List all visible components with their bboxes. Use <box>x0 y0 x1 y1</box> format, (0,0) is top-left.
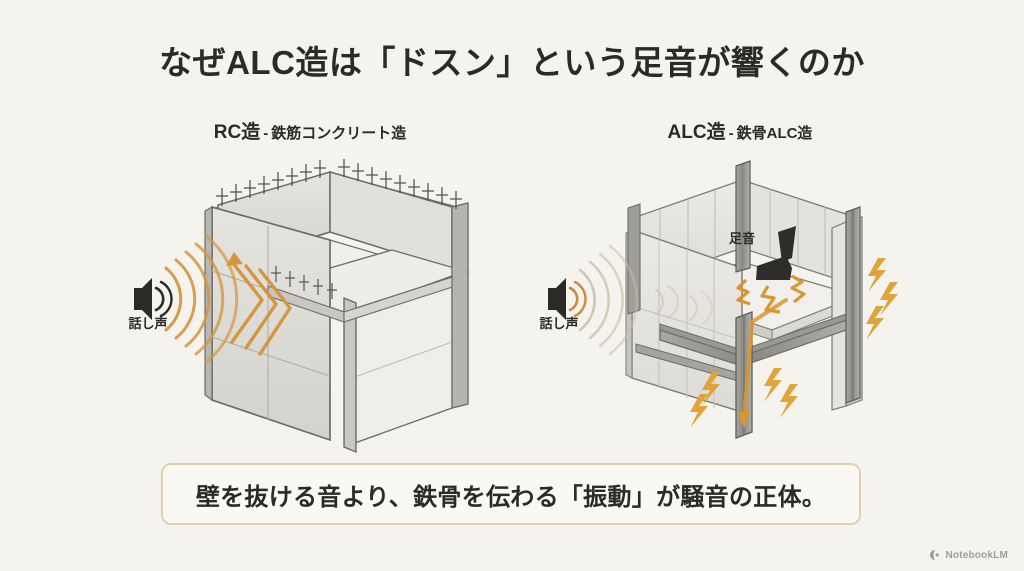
alc-panel-joints-back-right <box>769 189 826 275</box>
column-heading-alc-separator: - <box>728 125 734 142</box>
column-heading-alc: ALC造-鉄骨ALC造 <box>570 117 910 144</box>
watermark-label: NotebookLM <box>945 549 1008 561</box>
alc-floor-slab <box>657 261 860 331</box>
sound-source-label-alc: 話し声 <box>539 316 579 331</box>
rc-wall-seam-2 <box>211 336 331 377</box>
alc-structure-illustration <box>548 160 898 439</box>
watermark: NotebookLM <box>929 549 1008 561</box>
alc-floor-slab-edge-right <box>771 295 859 341</box>
alc-lightning-right <box>866 258 898 340</box>
rc-floor-edge-front <box>267 285 345 323</box>
rc-rebar-slab-edge <box>271 266 337 299</box>
alc-floor-slab-edge-left <box>658 291 773 341</box>
conclusion-callout-text: 壁を抜ける音より、鉄骨を伝わる「振動」が騒音の正体。 <box>195 483 827 511</box>
rc-rear-right-wall-thickness <box>451 202 469 409</box>
alc-sound-waves-outside <box>578 244 638 356</box>
alc-steel-beam-floor <box>659 315 859 367</box>
alc-steel-column-back-center <box>735 160 751 273</box>
rc-sound-waves <box>164 234 239 364</box>
rc-wall-right-edge <box>451 202 469 409</box>
rc-back-wall-right-top <box>329 172 449 269</box>
sound-source-label-rc: 話し声 <box>128 316 168 331</box>
conclusion-callout: 壁を抜ける音より、鉄骨を伝わる「振動」が騒音の正体。 <box>161 463 861 525</box>
alc-steel-column-right <box>845 206 861 404</box>
alc-lightning-base-left <box>690 372 720 428</box>
rc-right-lower-wall <box>351 275 453 445</box>
rc-floor-deck <box>265 249 471 313</box>
rc-inner-wall-back-right <box>329 171 453 272</box>
alc-sound-waves-muted-through-panel <box>654 284 713 326</box>
rc-inner-wall-back-left <box>217 170 331 268</box>
alc-right-panel-face <box>831 221 847 411</box>
column-heading-alc-sub: 鉄骨ALC造 <box>736 125 813 142</box>
impact-source-label-alc: 足音 <box>728 231 755 246</box>
column-heading-rc-main: RC造 <box>213 122 261 143</box>
rc-center-partition <box>343 296 357 454</box>
rc-right-lower-seam <box>351 341 453 379</box>
rc-front-left-wall <box>211 205 331 442</box>
alc-steel-beam-floor-top <box>659 309 859 357</box>
rc-structure-illustration <box>134 159 471 454</box>
page-title: なぜALC造は「ドスン」という足音が響くのか <box>159 44 865 81</box>
rc-chevron-arrows <box>230 260 292 356</box>
rc-front-left-wall-side <box>204 205 213 402</box>
alc-panel-joints-back-left <box>659 190 716 277</box>
column-heading-rc: RC造-鉄筋コンクリート造 <box>140 117 480 144</box>
column-heading-rc-separator: - <box>263 125 269 142</box>
alc-impact-zigzag <box>736 274 806 314</box>
alc-front-left-panel-side <box>625 229 633 379</box>
alc-lightning-base-right <box>764 368 798 418</box>
column-heading-alc-main: ALC造 <box>667 122 726 143</box>
notebooklm-logo-icon <box>930 550 940 560</box>
alc-front-left-panel-wall <box>631 229 743 413</box>
rc-floor-edge-right <box>343 271 469 323</box>
rc-wall-seam-1 <box>211 270 331 311</box>
rc-back-wall-left <box>215 172 461 270</box>
rc-rebar-back-right <box>338 159 462 209</box>
alc-steel-column-left <box>627 203 641 315</box>
alc-steel-beam-left <box>635 343 743 383</box>
rc-floor-slab <box>230 239 454 313</box>
alc-vibration-arrowhead <box>738 412 750 428</box>
alc-steel-column-center <box>735 311 753 439</box>
alc-vibration-path <box>742 298 788 422</box>
rc-rebar-back-left <box>216 160 326 206</box>
alc-front-left-panel-joints <box>631 239 743 408</box>
alc-right-panel-thickness <box>845 216 863 407</box>
column-heading-rc-sub: 鉄筋コンクリート造 <box>271 125 407 142</box>
rc-chevron-arrowhead <box>226 252 243 266</box>
